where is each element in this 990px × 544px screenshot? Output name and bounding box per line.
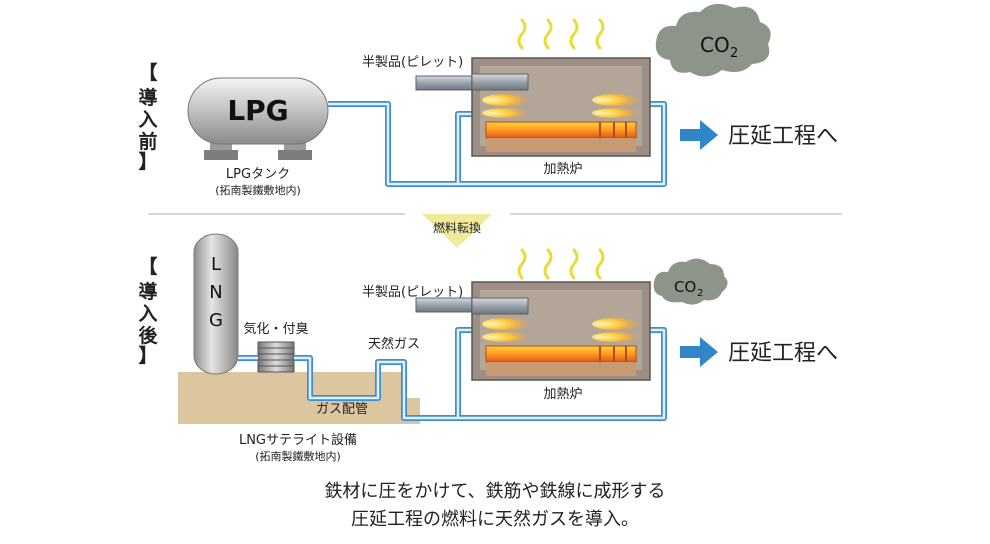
svg-text:2: 2 xyxy=(697,288,703,299)
after-billet-label: 半製品(ピレット) xyxy=(362,285,463,300)
lpg-tank-text: LPG xyxy=(227,94,288,127)
svg-text:CO: CO xyxy=(674,278,696,296)
gas-pipe-label: ガス配管 xyxy=(316,402,368,417)
svg-text:入: 入 xyxy=(138,109,157,131)
before-output-label: 圧延工程へ xyxy=(728,124,838,149)
svg-text:N: N xyxy=(209,282,222,303)
caption-line-2: 圧延工程の燃料に天然ガスを導入。 xyxy=(351,509,639,530)
after-section-label: 【 導 入 後 】 xyxy=(138,255,158,367)
svg-text:入: 入 xyxy=(138,303,157,325)
lng-facility-sublabel: (拓南製鐵敷地内) xyxy=(255,449,341,463)
before-co2-cloud: CO 2 xyxy=(655,3,771,77)
svg-text:2: 2 xyxy=(730,46,738,61)
svg-text:導: 導 xyxy=(138,280,157,303)
before-furnace-label: 加熱炉 xyxy=(543,162,582,177)
caption-line-1: 鉄材に圧をかけて、鉄筋や鉄線に成形する xyxy=(324,481,665,502)
after-section: 【 導 入 後 】 L N G 気化・付臭 天然ガス ガス配管 LN xyxy=(138,233,838,463)
svg-text:G: G xyxy=(209,310,223,331)
after-output-arrow xyxy=(680,337,718,367)
before-billet-label: 半製品(ピレット) xyxy=(362,55,463,70)
lpg-tank-label: LPGタンク xyxy=(226,167,290,182)
svg-text:】: 】 xyxy=(138,150,157,173)
before-heat-waves xyxy=(517,18,605,50)
after-furnace-label: 加熱炉 xyxy=(543,387,582,402)
conversion-arrow xyxy=(422,214,492,248)
svg-text:】: 】 xyxy=(138,344,157,367)
svg-text:【: 【 xyxy=(138,255,157,278)
after-co2-cloud: CO 2 xyxy=(653,258,728,305)
svg-text:CO: CO xyxy=(700,33,730,57)
natural-gas-label: 天然ガス xyxy=(368,336,420,352)
after-output-label: 圧延工程へ xyxy=(728,341,838,366)
after-gas-pipe xyxy=(238,328,666,420)
svg-text:【: 【 xyxy=(138,61,157,84)
after-heat-waves xyxy=(517,248,605,280)
lpg-tank-sublabel: (拓南製鐵敷地内) xyxy=(215,183,301,197)
after-furnace xyxy=(471,281,651,381)
before-section-label: 【 導 入 前 】 xyxy=(138,61,157,173)
lpg-tank: LPG xyxy=(187,77,329,160)
svg-text:前: 前 xyxy=(138,130,157,153)
ground xyxy=(178,372,420,424)
before-furnace xyxy=(471,57,651,157)
vaporizer-label: 気化・付臭 xyxy=(243,321,308,337)
svg-text:L: L xyxy=(211,254,221,275)
vaporizer xyxy=(257,341,295,373)
lng-facility-label: LNGサテライト設備 xyxy=(239,432,357,448)
lng-tank: L N G xyxy=(193,233,239,375)
before-output-arrow xyxy=(680,120,718,150)
svg-text:後: 後 xyxy=(138,324,158,347)
before-section: 【 導 入 前 】 LPG LPGタンク (拓南製鐵敷地内) xyxy=(138,3,838,197)
before-gas-pipe xyxy=(328,102,666,186)
conversion-label: 燃料転換 xyxy=(433,220,481,235)
svg-text:導: 導 xyxy=(138,86,157,109)
